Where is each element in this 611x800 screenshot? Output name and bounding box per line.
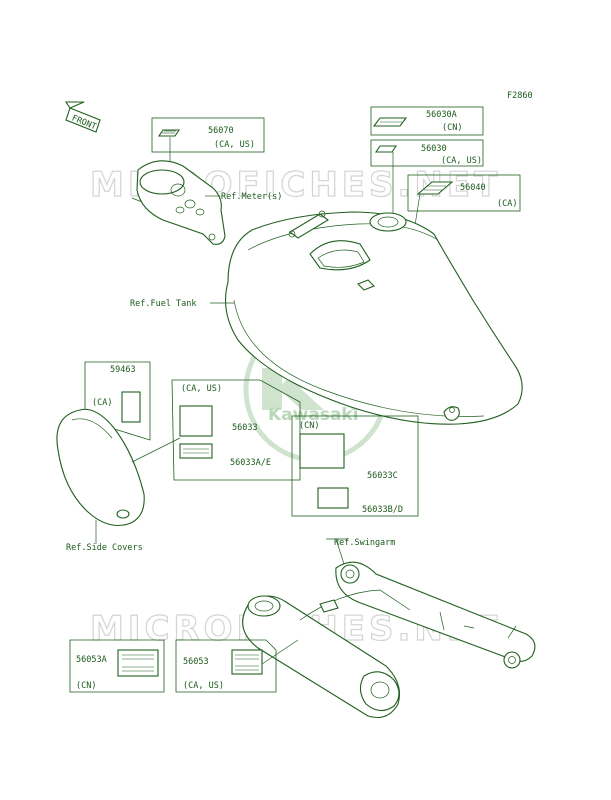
ref-meter: Ref.Meter(s) [221,192,282,202]
decal-56033BD [317,487,349,509]
part-59463: 59463 [110,365,136,375]
part-56033AE: 56033A/E [230,458,271,468]
label-56070-group: 56070 (CA, US) [151,117,265,182]
ref-swingarm: Ref.Swingarm [334,538,395,548]
label-56030-group: 56030 (CA, US) [370,139,484,238]
label-56053A-group: 56053A (CN) [69,639,165,693]
decal-56033 [179,405,213,437]
part-56030: 56030 [421,144,447,154]
front-arrow-icon: FRONT [64,101,101,133]
region-56070: (CA, US) [214,140,255,150]
region-56040: (CA) [497,199,517,209]
figure-id: F2860 [507,91,533,101]
part-56053A: 56053A [76,655,107,665]
decal-56053A [117,649,159,677]
label-56040-group: 56040 (CA) [407,174,521,245]
part-56040: 56040 [460,183,486,193]
part-56053: 56053 [183,657,209,667]
label-56053-group: 56053 (CA, US) [175,639,299,693]
side-cover: Ref.Side Covers [56,408,145,553]
group-ca-us: (CA, US) [181,384,222,394]
decal-56033C [299,433,345,469]
region-56053A: (CN) [76,681,96,691]
part-56033C: 56033C [367,471,398,481]
label-59463-group: 59463 (CA) [84,361,151,441]
region-59463: (CA) [92,398,112,408]
decal-56033AE [179,443,213,459]
meter-assembly: Ref.Meter(s) [131,160,282,245]
part-56033BD: 56033B/D [362,505,403,515]
label-56033-group: (CA, US) 56033 56033A/E [131,379,301,481]
region-56053: (CA, US) [183,681,224,691]
watermark-logo-text: Kawasaki [268,405,359,425]
part-56030A: 56030A [426,110,457,120]
swingarm: Ref.Swingarm [242,538,536,719]
region-56030A: (CN) [442,123,462,133]
decal-56053 [231,649,263,675]
label-56030A-group: 56030A (CN) [370,106,484,136]
group-cn: (CN) [299,421,319,431]
ref-fuel-tank: Ref.Fuel Tank [130,299,197,309]
part-56033: 56033 [232,423,258,433]
label-56033C-group: (CN) 56033C 56033B/D [291,415,419,517]
fuel-tank: Ref.Fuel Tank [130,210,523,425]
part-56070: 56070 [208,126,234,136]
ref-side-covers: Ref.Side Covers [66,543,143,553]
decal-59463 [121,391,141,423]
region-56030: (CA, US) [441,156,482,166]
